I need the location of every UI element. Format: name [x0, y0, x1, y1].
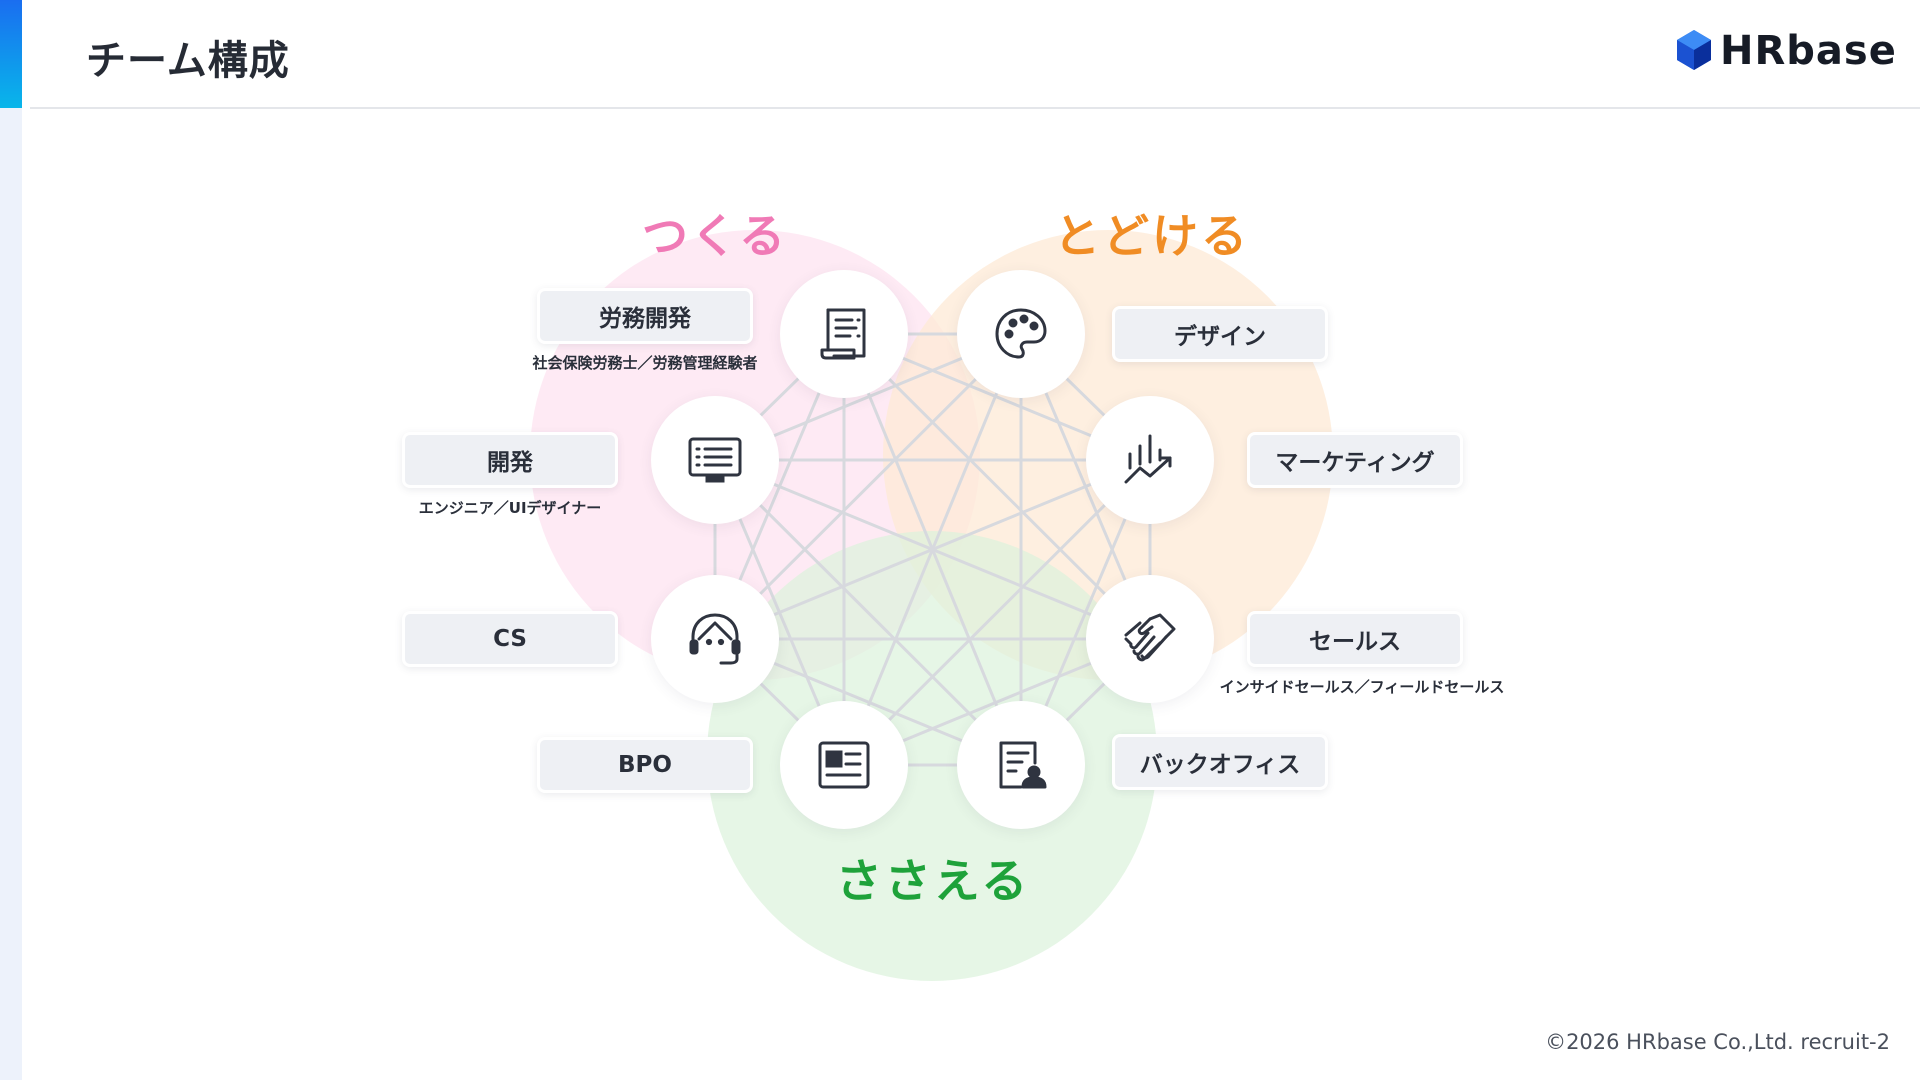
network-edge [713, 332, 1023, 641]
node-back-office [957, 701, 1085, 829]
group-label-support: ささえる [835, 854, 1031, 908]
node-cs [651, 575, 779, 703]
page-title: チーム構成 [86, 38, 290, 84]
role-marketing: マーケティング [1247, 432, 1463, 488]
side-strip [0, 0, 22, 1080]
node-design [957, 270, 1085, 398]
monitor-list-icon [688, 437, 742, 483]
node-development [651, 396, 779, 524]
node-bpo [780, 701, 908, 829]
role-back-office: バックオフィス [1112, 734, 1328, 790]
document-person-icon [999, 741, 1047, 789]
logo-text: HRbase [1720, 28, 1897, 74]
network-edge [714, 458, 1151, 641]
id-card-icon [818, 741, 870, 789]
network-edge [713, 458, 1023, 767]
role-cs: CS [402, 611, 618, 667]
network-edges [713, 332, 1152, 767]
hrbase-cube-icon [1677, 30, 1711, 70]
chart-trend-icon [1124, 434, 1172, 484]
role-development-sub: エンジニア／UIデザイナー [418, 499, 602, 517]
venn-circle-support [707, 531, 1157, 981]
node-labor-development [780, 270, 908, 398]
node-sales [1086, 575, 1214, 703]
header-divider [30, 107, 1920, 109]
group-label-create: つくる [641, 209, 789, 263]
role-bpo: BPO [537, 737, 753, 793]
copyright-footer: ©2026 HRbase Co.,Ltd. recruit-2 [1545, 1030, 1890, 1054]
role-labor-development: 労務開発 [537, 288, 753, 344]
document-scroll-icon [820, 308, 866, 360]
role-sales-sub: インサイドセールス／フィールドセールス [1219, 678, 1505, 696]
palette-icon [995, 308, 1047, 359]
role-sales: セールス [1247, 611, 1463, 667]
role-labor-development-sub: 社会保険労務士／労務管理経験者 [532, 354, 758, 372]
role-development: 開発 [402, 432, 618, 488]
handshake-icon [1124, 613, 1176, 662]
group-label-deliver: とどける [1054, 209, 1250, 263]
node-marketing [1086, 396, 1214, 524]
role-design: デザイン [1112, 306, 1328, 362]
side-accent-bar [0, 0, 22, 108]
headset-person-icon [689, 613, 741, 665]
